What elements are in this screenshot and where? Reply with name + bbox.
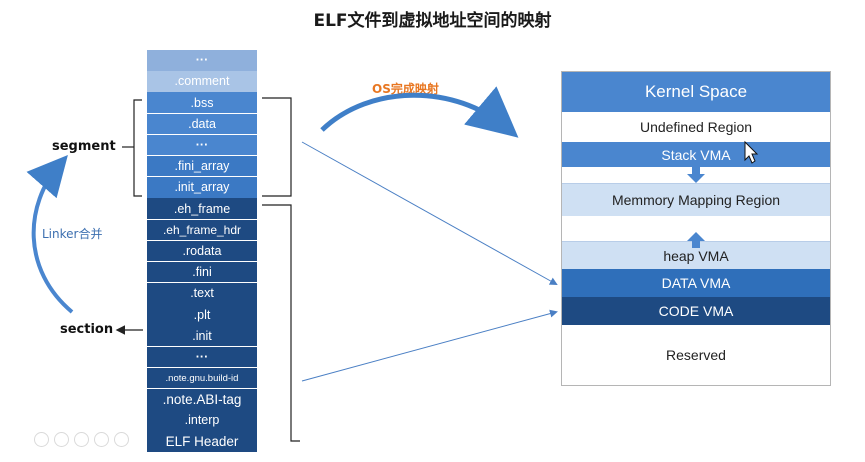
elf-section-row: .fini_array [147, 155, 257, 177]
segment-right-bracket [262, 97, 292, 197]
vm-growth-arrows [687, 167, 705, 248]
elf-section-row: .data [147, 113, 257, 135]
elf-section-row: .note.gnu.build-id [147, 367, 257, 389]
os-mapping-label: OS完成映射 [372, 82, 439, 96]
elf-section-row: .bss [147, 92, 257, 113]
vm-region-row: Undefined Region [562, 112, 830, 142]
segment-to-data-vma-line [301, 141, 558, 285]
elf-section-row: .eh_frame [147, 198, 257, 219]
elf-section-row: .fini [147, 261, 257, 283]
elf-section-row: .text [147, 283, 257, 304]
elf-section-row: ··· [147, 346, 257, 368]
watermark-icon [94, 432, 109, 447]
cursor-icon [744, 140, 759, 164]
watermark-icon [74, 432, 89, 447]
elf-section-row: .init [147, 325, 257, 346]
elf-section-row: .init_array [147, 177, 257, 198]
segment-label: segment [52, 139, 116, 154]
stack-down-arrow-icon [687, 167, 705, 183]
segment-bracket [133, 99, 142, 197]
watermark-icon [54, 432, 69, 447]
elf-section-row: .rodata [147, 240, 257, 262]
diagram-title: ELF文件到虚拟地址空间的映射 [313, 11, 552, 31]
elf-section-row: ··· [147, 50, 257, 71]
heap-up-arrow-icon [687, 232, 705, 248]
watermark-icon [114, 432, 129, 447]
linker-merge-label: Linker合并 [42, 227, 103, 241]
linker-curved-arrow [26, 154, 74, 314]
section-to-code-vma-line [301, 309, 558, 382]
elf-section-row: .plt [147, 304, 257, 325]
vm-region-row: CODE VMA [562, 297, 830, 325]
watermark-icons [34, 432, 129, 447]
os-mapping-curved-arrow [320, 86, 519, 138]
section-label: section [60, 322, 114, 337]
vm-region-row: Reserved [562, 325, 830, 385]
vm-region-row: Memmory Mapping Region [562, 183, 830, 216]
section-right-bracket [262, 204, 300, 442]
vm-region-row: Kernel Space [562, 72, 830, 112]
elf-section-stack: ···.comment.bss.data···.fini_array.init_… [147, 50, 257, 453]
elf-section-row: .note.ABI-tag [147, 389, 257, 410]
elf-section-row: ··· [147, 134, 257, 156]
elf-section-row: .eh_frame_hdr [147, 219, 257, 240]
vm-region-row: Stack VMA [562, 142, 830, 167]
elf-section-row: .comment [147, 71, 257, 92]
watermark-icon [34, 432, 49, 447]
elf-section-row: .interp [147, 410, 257, 431]
vm-region-row: DATA VMA [562, 269, 830, 297]
elf-section-row: ELF Header [147, 431, 257, 452]
